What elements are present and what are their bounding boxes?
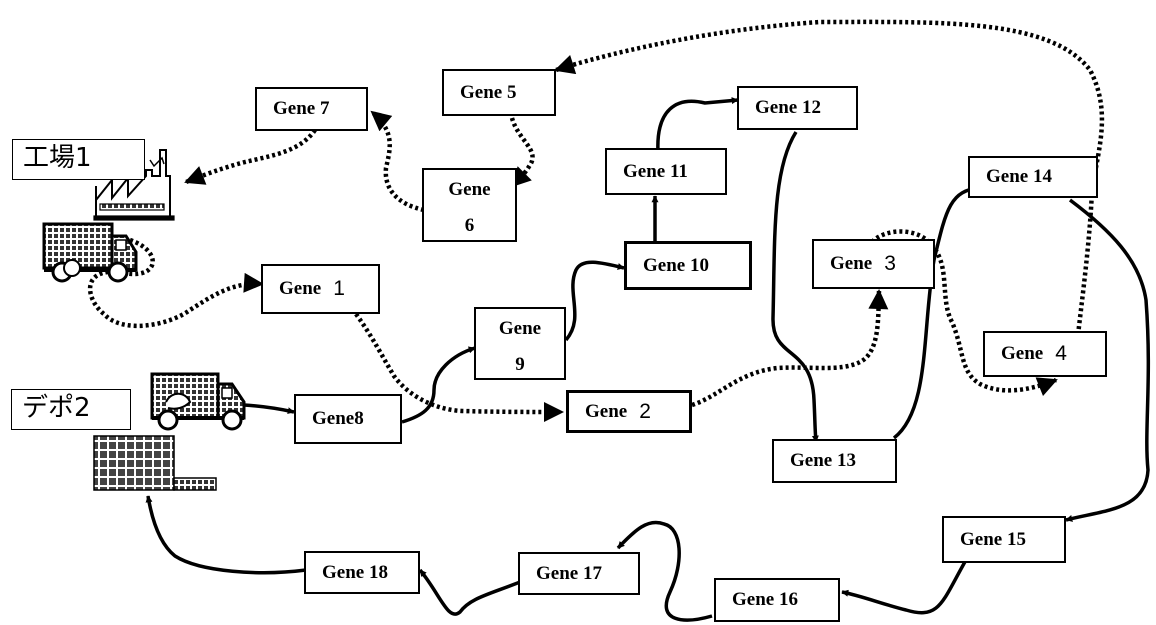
gene-5-node: Gene 5 <box>442 69 556 116</box>
gene-2-word: Gene <box>585 400 628 422</box>
path-gene17-gene18 <box>418 568 521 616</box>
truck-1-icon <box>42 222 138 283</box>
gene-14-node: Gene 14 <box>968 156 1098 198</box>
gene-10-node: Gene 10 <box>624 241 752 290</box>
depot-label: デポ2 <box>11 389 131 430</box>
gene-7-label: Gene 7 <box>273 98 330 119</box>
gene-9-word: Gene <box>498 318 542 339</box>
gene-2-node: Gene 2 <box>566 390 692 433</box>
gene-18-label: Gene 18 <box>322 561 388 583</box>
depot-icon <box>93 435 217 491</box>
factory-label: 工場1 <box>12 139 145 180</box>
gene-3-number: 3 <box>884 252 896 275</box>
gene-3-node: Gene 3 <box>812 239 935 289</box>
factory-icon <box>93 149 175 221</box>
gene-4-word: Gene <box>1001 343 1044 364</box>
gene-4-node: Gene 4 <box>983 331 1107 377</box>
gene-2-number: 2 <box>639 399 651 423</box>
path-gene18-depot <box>145 495 307 575</box>
path-gene6-gene7 <box>370 110 425 213</box>
path-gene7-factory <box>184 128 317 185</box>
path-gene14-gene15 <box>1065 198 1151 522</box>
gene-11-label: Gene 11 <box>623 160 688 182</box>
truck-2-icon <box>150 372 246 431</box>
gene-3-word: Gene <box>830 253 873 274</box>
gene-1-word: Gene <box>279 278 322 299</box>
gene-8-node: Gene8 <box>294 394 402 444</box>
path-gene13-gene14 <box>892 184 981 440</box>
gene-15-node: Gene 15 <box>942 516 1066 563</box>
gene-1-node: Gene 1 <box>261 264 380 314</box>
path-gene11-gene12 <box>656 97 739 153</box>
gene-9-node: Gene 9 <box>474 307 566 380</box>
path-gene3-gene4 <box>870 229 1058 396</box>
gene-13-node: Gene 13 <box>772 439 897 483</box>
gene-12-label: Gene 12 <box>755 97 821 118</box>
gene-6-word: Gene <box>448 179 491 200</box>
gene-6-number: 6 <box>464 215 475 236</box>
gene-13-label: Gene 13 <box>790 450 856 471</box>
path-gene15-gene16 <box>841 559 968 615</box>
gene-17-node: Gene 17 <box>518 552 640 595</box>
gene-6-node: Gene 6 <box>422 168 517 242</box>
dotted-route <box>88 19 1105 422</box>
path-truck2-gene8 <box>243 403 295 415</box>
gene-8-label: Gene8 <box>312 408 364 429</box>
gene-16-node: Gene 16 <box>714 578 840 622</box>
gene-12-node: Gene 12 <box>737 86 858 130</box>
gene-16-label: Gene 16 <box>732 589 798 610</box>
gene-7-node: Gene 7 <box>255 87 368 131</box>
gene-14-label: Gene 14 <box>986 166 1052 187</box>
gene-4-number: 4 <box>1055 342 1067 365</box>
gene-15-label: Gene 15 <box>960 528 1026 550</box>
path-gene2-gene3 <box>691 289 889 408</box>
gene-5-label: Gene 5 <box>460 81 517 103</box>
path-truck1-gene1 <box>88 237 264 329</box>
gene-11-node: Gene 11 <box>605 148 727 195</box>
path-gene9-gene10 <box>564 260 625 342</box>
gene-18-node: Gene 18 <box>304 551 420 594</box>
gene-10-label: Gene 10 <box>643 254 709 276</box>
path-gene4-gene5 <box>554 19 1105 336</box>
gene-1-number: 1 <box>333 277 345 300</box>
gene-17-label: Gene 17 <box>536 562 602 584</box>
path-gene12-gene13 <box>771 131 819 443</box>
path-gene8-gene9 <box>401 346 476 424</box>
path-gene16-gene17 <box>616 520 713 622</box>
gene-9-number: 9 <box>515 354 525 375</box>
